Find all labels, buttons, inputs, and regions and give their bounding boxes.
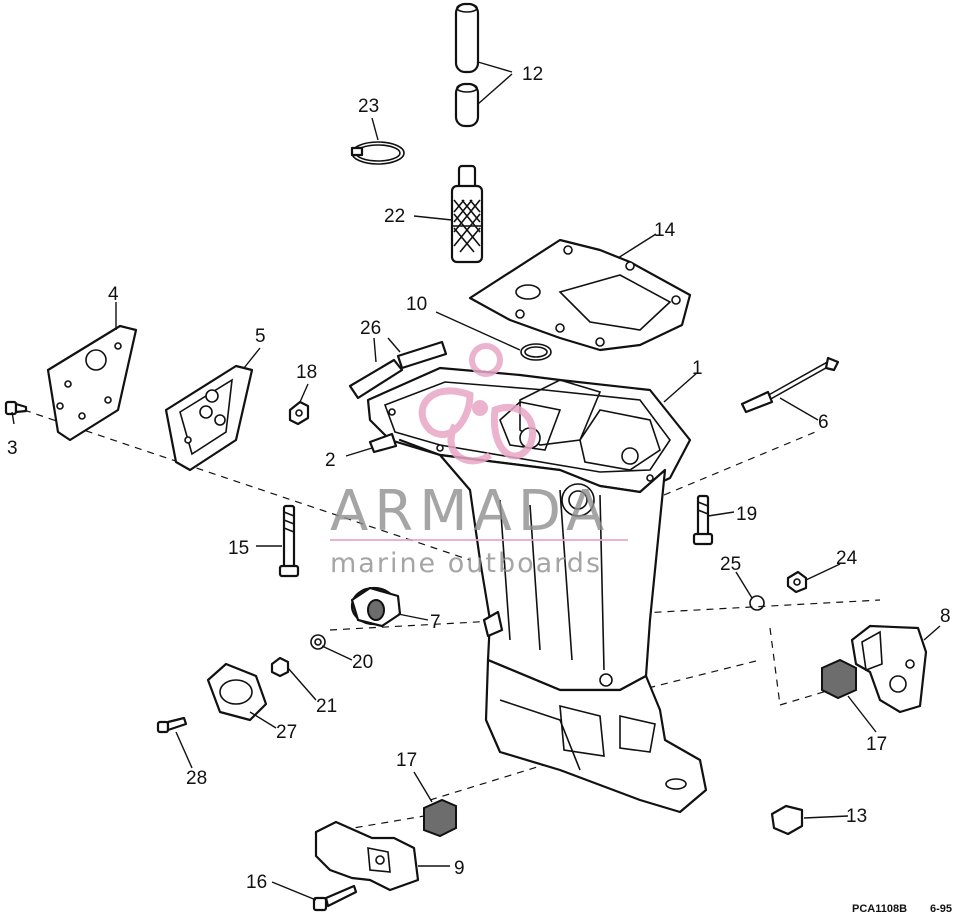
callout-17-lower: 17 — [396, 750, 417, 771]
screw-part-28 — [156, 716, 188, 734]
water-tube-part-12 — [454, 2, 480, 128]
stud-part-15 — [278, 504, 300, 578]
watermark-tagline: marine outboards — [330, 548, 602, 579]
gasket-plate-part-5 — [164, 364, 254, 472]
callout-19: 19 — [736, 504, 757, 525]
hose-clamp-part-23 — [350, 141, 405, 165]
nut-part-21 — [270, 656, 290, 678]
callout-labels: 1 2 3 4 5 6 7 8 9 10 12 13 14 15 16 17 1… — [7, 64, 951, 893]
callout-22: 22 — [384, 206, 405, 227]
callout-27: 27 — [276, 722, 297, 743]
hose-part-26 — [348, 340, 448, 400]
cover-plate-part-4 — [46, 324, 138, 442]
washer-part-20 — [310, 634, 326, 650]
callout-23: 23 — [358, 96, 379, 117]
stud-part-6 — [740, 356, 840, 414]
callout-8: 8 — [940, 606, 951, 627]
leader-lines — [11, 61, 941, 901]
date-code: 6-95 — [930, 903, 952, 914]
o-ring-part-25 — [749, 595, 765, 611]
callout-17-right: 17 — [866, 734, 887, 755]
callout-14: 14 — [654, 220, 676, 241]
rubber-block-part-17-upper — [821, 658, 857, 700]
callout-6: 6 — [818, 412, 829, 433]
callout-13: 13 — [846, 806, 867, 827]
bolt-part-3 — [4, 400, 28, 416]
rubber-mount-part-7 — [350, 586, 402, 628]
reference-code: PCA1108B — [852, 903, 907, 914]
rubber-block-part-17-lower — [423, 798, 457, 838]
callout-26: 26 — [360, 318, 381, 339]
screw-part-16 — [312, 884, 358, 912]
callout-5: 5 — [255, 326, 266, 347]
callout-12: 12 — [522, 64, 543, 85]
nut-part-18 — [288, 400, 310, 426]
callout-16: 16 — [246, 872, 267, 893]
callout-3: 3 — [7, 438, 18, 459]
rubber-block-part-13 — [770, 804, 804, 836]
mount-cover-part-9 — [314, 820, 420, 892]
callout-15: 15 — [228, 538, 249, 559]
watermark-logo-icon — [418, 343, 537, 465]
gasket-part-14 — [468, 238, 692, 352]
callout-9: 9 — [454, 858, 465, 879]
watermark: ARMADA marine outboards — [330, 343, 628, 579]
callout-1: 1 — [692, 358, 703, 379]
watermark-brand: ARMADA — [330, 479, 610, 544]
callout-21: 21 — [316, 696, 337, 717]
o-ring-part-10 — [520, 343, 552, 361]
callout-28: 28 — [186, 768, 207, 789]
water-screen-part-22 — [450, 164, 484, 264]
callout-24: 24 — [836, 548, 858, 569]
fitting-part-24 — [786, 570, 808, 594]
callout-10: 10 — [406, 294, 427, 315]
callout-7: 7 — [430, 612, 441, 633]
callout-25: 25 — [720, 554, 741, 575]
drawing-reference: PCA1108B 6-95 — [852, 903, 952, 914]
callout-4: 4 — [108, 284, 119, 305]
callout-18: 18 — [296, 362, 317, 383]
plate-part-27 — [206, 662, 268, 722]
stud-part-19 — [692, 494, 714, 546]
exhaust-housing-part-1 — [366, 366, 708, 814]
bracket-part-8 — [850, 624, 928, 714]
callout-2: 2 — [325, 450, 336, 471]
callout-20: 20 — [352, 652, 373, 673]
